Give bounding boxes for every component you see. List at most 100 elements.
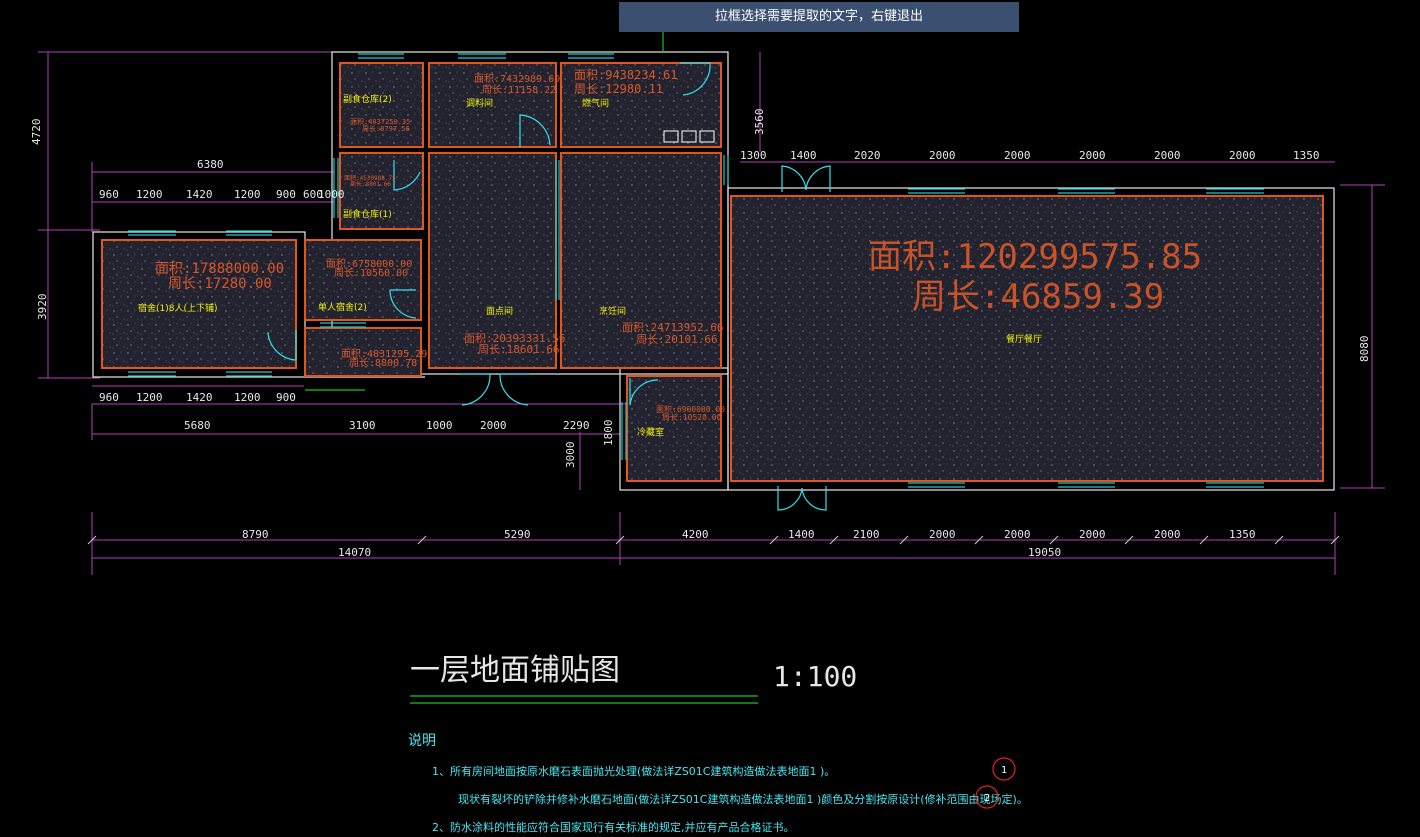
drawing-scale: 1:100	[773, 660, 857, 693]
dim-row2-4: 2290	[563, 419, 590, 432]
revision-marker-1	[992, 757, 1016, 781]
dim-3000: 3000	[564, 442, 577, 469]
noodle-name: 面点间	[486, 305, 513, 317]
dimension-ticks	[87, 535, 1340, 545]
dim-btm-3: 1400	[788, 528, 815, 541]
dim-6380: 6380	[197, 158, 224, 171]
stove-icons	[663, 130, 715, 143]
room-cold	[626, 375, 722, 482]
dimension-lines	[38, 51, 1385, 575]
dim-row2-0: 5680	[184, 419, 211, 432]
dim-top-4: 900	[276, 188, 296, 201]
storage2-area: 面积:4837250.35	[350, 117, 410, 126]
dim-btm-8: 2000	[1154, 528, 1181, 541]
windows	[128, 53, 1264, 488]
room-outlines	[101, 62, 1324, 482]
hall-area: 面积:120299575.85	[868, 237, 1202, 277]
revision-marker-2-label: 2	[984, 793, 990, 804]
dorm8-perimeter: 周长:17280.00	[168, 276, 272, 292]
gas-area: 面积:9438234.61	[574, 68, 677, 82]
hall-name: 餐厅餐厅	[1006, 333, 1042, 345]
room-kitchen	[560, 152, 722, 369]
cold-name: 冷藏室	[637, 426, 664, 438]
drawing-title: 一层地面铺贴图	[410, 653, 620, 688]
storage2-name: 副食仓库(2)	[343, 93, 392, 105]
dim-total-0: 14070	[338, 546, 371, 559]
green-lines	[305, 32, 758, 704]
dim-right-4: 2000	[1004, 149, 1031, 162]
dim-right-6: 2000	[1154, 149, 1181, 162]
dim-bot-4: 900	[276, 391, 296, 404]
kitchen-area: 面积:24713952.66	[622, 321, 723, 334]
room-storage1	[339, 152, 424, 230]
dim-top-3: 1200	[234, 188, 261, 201]
dimension-texts: 4720 3920 6380 960 1200 1420 1200 900 60…	[30, 109, 1371, 560]
room-bath	[304, 327, 422, 377]
notes-heading: 说明	[408, 733, 436, 749]
dorm8-area: 面积:17888000.00	[155, 261, 284, 277]
cold-perimeter: 周长:10520.00	[662, 412, 722, 422]
storage1-area: 面积:4530988.75	[344, 174, 396, 182]
dim-btm-0: 8790	[242, 528, 269, 541]
dim-btm-4: 2100	[853, 528, 880, 541]
hall-perimeter: 周长:46859.39	[912, 277, 1164, 317]
dim-top-2: 1420	[186, 188, 213, 201]
dim-top-6: 1000	[318, 188, 345, 201]
room-dorm8	[101, 239, 297, 369]
dim-8080: 8080	[1358, 336, 1371, 363]
dim-left-3920: 3920	[36, 294, 49, 321]
dim-left-4720: 4720	[30, 119, 43, 146]
bath-area: 面积:4831295.29	[341, 348, 427, 360]
extract-text-tooltip: 拉框选择需要提取的文字，右键退出	[619, 2, 1019, 32]
dim-btm-6: 2000	[1004, 528, 1031, 541]
storage2-perimeter: 周长:8797.56	[362, 124, 410, 133]
room-noodle	[428, 152, 557, 369]
revision-marker-1-label: 1	[1001, 765, 1007, 776]
dim-btm-9: 1350	[1229, 528, 1256, 541]
dim-row2-1: 3100	[349, 419, 376, 432]
dorm8-name: 宿舍(1)8人(上下铺)	[138, 302, 218, 314]
storage1-perimeter: 周长:8801.66	[350, 180, 391, 188]
storage1-name: 副食仓库(1)	[343, 208, 392, 220]
kitchen-perimeter: 周长:20101.66	[636, 333, 718, 346]
room-labels[interactable]: 面积:4837250.35 周长:8797.56 副食仓库(2) 面积:7432…	[138, 68, 1202, 438]
dim-1800: 1800	[602, 420, 615, 447]
room-single	[304, 239, 422, 321]
dim-right-5: 2000	[1079, 149, 1106, 162]
dim-bot-2: 1420	[186, 391, 213, 404]
gas-name: 燃气间	[582, 97, 609, 109]
dim-total-1: 19050	[1028, 546, 1061, 559]
room-prep	[428, 62, 557, 148]
dim-3560: 3560	[753, 109, 766, 136]
dim-row2-2: 1000	[426, 419, 453, 432]
notes-block: 说明 1、所有房间地面按原水磨石表面抛光处理(做法详ZS01C建筑构造做法表地面…	[408, 733, 1028, 834]
room-gas	[560, 62, 722, 148]
dim-bot-3: 1200	[234, 391, 261, 404]
dim-bot-1: 1200	[136, 391, 163, 404]
dim-top-1: 1200	[136, 188, 163, 201]
gas-perimeter: 周长:12980.11	[574, 82, 663, 96]
dim-right-1: 1400	[790, 149, 817, 162]
prep-area: 面积:7432989.69	[474, 73, 560, 85]
noodle-perimeter: 周长:18601.66	[478, 343, 560, 356]
single-name: 单人宿舍(2)	[318, 301, 367, 313]
dim-top-0: 960	[99, 188, 119, 201]
dim-right-2: 2020	[854, 149, 881, 162]
cold-area: 面积:6900000.00	[656, 404, 725, 414]
noodle-area: 面积:20393331.56	[464, 332, 565, 345]
single-perimeter: 周长:10560.00	[334, 267, 408, 279]
room-storage2	[339, 62, 424, 148]
prep-perimeter: 周长:11158.22	[482, 84, 556, 96]
dim-right-0: 1300	[740, 149, 767, 162]
bath-perimeter: 周长:8800.78	[349, 357, 417, 369]
dim-btm-7: 2000	[1079, 528, 1106, 541]
dim-btm-2: 4200	[682, 528, 709, 541]
kitchen-name: 烹饪间	[599, 305, 626, 317]
dim-right-3: 2000	[929, 149, 956, 162]
dim-row2-3: 2000	[480, 419, 507, 432]
room-hall	[730, 195, 1324, 482]
dim-bot-0: 960	[99, 391, 119, 404]
dim-right-7: 2000	[1229, 149, 1256, 162]
dim-top-5: 600	[303, 188, 323, 201]
